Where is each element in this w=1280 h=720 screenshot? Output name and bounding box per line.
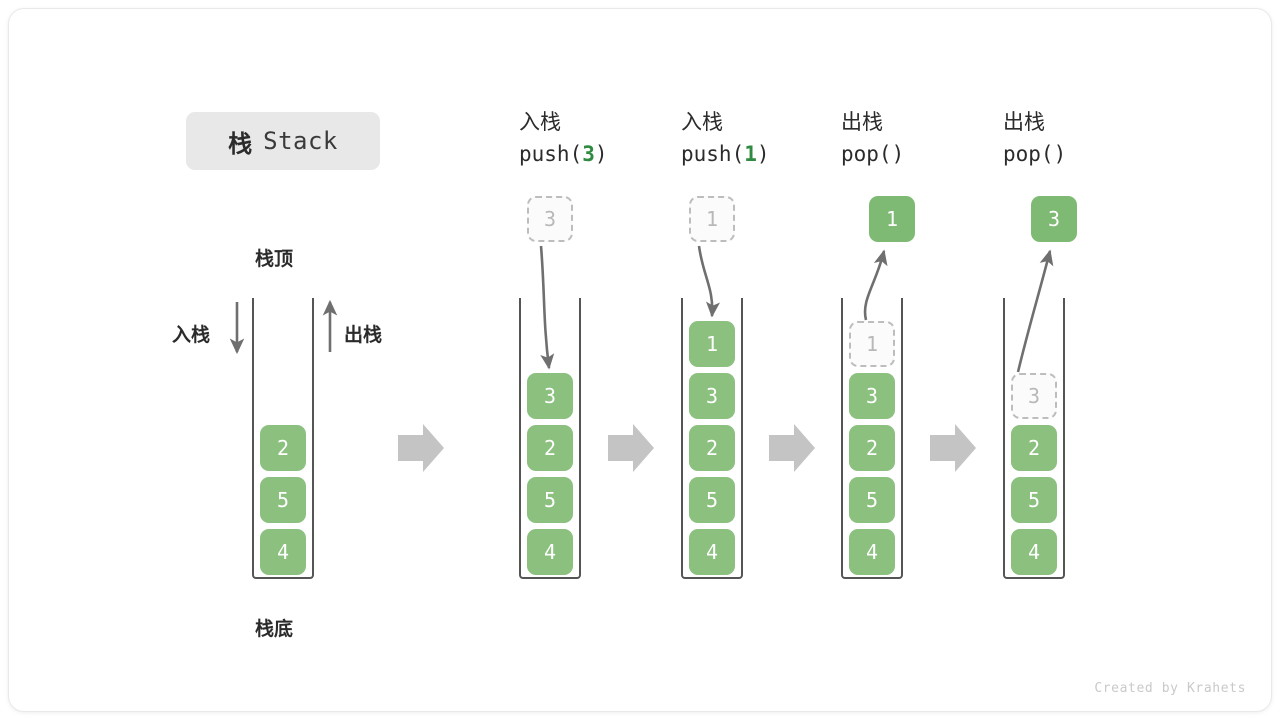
stack-bottom-label: 栈底 [255, 619, 294, 640]
legend-stack-cell: 2 [260, 425, 306, 471]
stack-container-push-1 [681, 298, 743, 579]
stack-cell: 4 [689, 529, 735, 575]
push-direction-label: 入栈 [172, 325, 211, 346]
stack-cell: 1 [689, 321, 735, 367]
stack-cell: 2 [527, 425, 573, 471]
step-code-suffix: ) [594, 142, 608, 166]
stack-container-push-3 [519, 298, 581, 579]
stack-cell: 2 [1011, 425, 1057, 471]
popped-value-box: 1 [869, 196, 915, 242]
stack-cell: 4 [527, 529, 573, 575]
stack-cell: 5 [689, 477, 735, 523]
figure-title-chip: 栈 Stack [186, 112, 380, 170]
stack-cell: 2 [849, 425, 895, 471]
step-header-push-1: 入栈 push(1) [681, 108, 861, 170]
stack-cell: 3 [527, 373, 573, 419]
step-op-code: pop() [1003, 138, 1183, 170]
stack-container-pop-1 [841, 298, 903, 579]
stack-container-pop-3 [1003, 298, 1065, 579]
stack-cell: 5 [527, 477, 573, 523]
stack-top-label: 栈顶 [255, 249, 294, 270]
step-code-argument: 1 [744, 142, 757, 166]
incoming-value-ghost: 3 [527, 196, 573, 242]
step-code-suffix: ) [891, 142, 905, 166]
legend-stack-container [252, 298, 314, 579]
stack-cell: 5 [1011, 477, 1057, 523]
step-op-label: 出栈 [1003, 111, 1045, 134]
step-header-push-3: 入栈 push(3) [519, 108, 699, 170]
step-code-argument: 3 [582, 142, 595, 166]
step-code-suffix: ) [1053, 142, 1067, 166]
step-header-pop-1: 出栈 pop() [841, 108, 1021, 170]
step-op-code: push(3) [519, 138, 699, 170]
step-header-pop-3: 出栈 pop() [1003, 108, 1183, 170]
stack-cell: 3 [849, 373, 895, 419]
stack-cell: 2 [689, 425, 735, 471]
step-op-label: 出栈 [841, 111, 883, 134]
figure-title-cn: 栈 [228, 130, 253, 158]
legend-stack-cell: 5 [260, 477, 306, 523]
step-op-code: push(1) [681, 138, 861, 170]
incoming-value-ghost: 1 [689, 196, 735, 242]
step-op-label: 入栈 [681, 111, 723, 134]
popped-value-box: 3 [1031, 196, 1077, 242]
stack-cell: 4 [849, 529, 895, 575]
stack-cell-ghost: 1 [849, 321, 895, 367]
step-code-suffix: ) [756, 142, 770, 166]
step-op-code: pop() [841, 138, 1021, 170]
step-code-prefix: pop( [841, 142, 892, 166]
figure-title-en: Stack [263, 127, 338, 155]
step-code-prefix: pop( [1003, 142, 1054, 166]
stack-cell-ghost: 3 [1011, 373, 1057, 419]
step-op-label: 入栈 [519, 111, 561, 134]
step-code-prefix: push( [519, 142, 583, 166]
stack-cell: 5 [849, 477, 895, 523]
legend-stack-cell: 4 [260, 529, 306, 575]
stack-cell: 4 [1011, 529, 1057, 575]
step-code-prefix: push( [681, 142, 745, 166]
pop-direction-label: 出栈 [344, 325, 383, 346]
stack-cell: 3 [689, 373, 735, 419]
credit-text: Created by Krahets [1094, 681, 1246, 696]
